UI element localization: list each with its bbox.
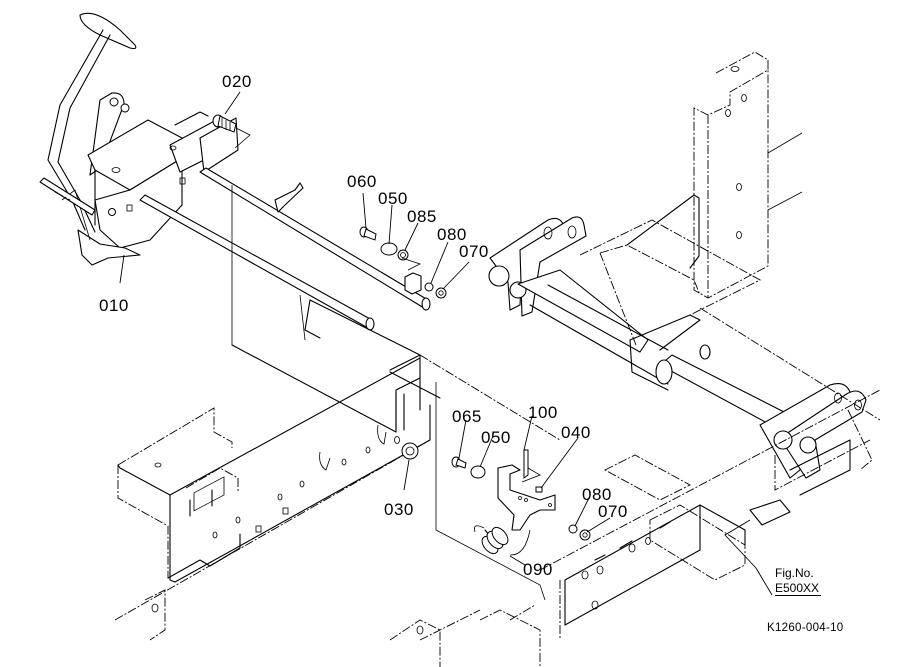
figure-number-block: Fig.No. E500XX: [775, 566, 822, 596]
part-label-050-upper[interactable]: 050: [378, 189, 408, 208]
spring-090: [474, 525, 531, 556]
figure-number-label: Fig.No.: [775, 566, 814, 580]
washer-050-lower: [470, 465, 486, 479]
lower-hardware: [451, 449, 591, 556]
part-label-020[interactable]: 020: [222, 72, 252, 91]
part-label-065[interactable]: 065: [452, 407, 482, 426]
rocker-shaft-assembly: [488, 216, 881, 479]
part-label-090[interactable]: 090: [523, 560, 553, 579]
part-label-060[interactable]: 060: [347, 172, 377, 191]
bolt-060: [359, 226, 377, 241]
part-label-010[interactable]: 010: [99, 296, 129, 315]
part-label-080-upper[interactable]: 080: [437, 225, 467, 244]
washer-050: [380, 242, 398, 256]
part-label-070-upper[interactable]: 070: [459, 242, 489, 261]
part-label-070-lower[interactable]: 070: [598, 502, 628, 521]
nut-080-lower: [568, 524, 578, 534]
part-label-030[interactable]: 030: [384, 500, 414, 519]
nut-070-lower: [579, 529, 591, 541]
rear-frame-bracket: [599, 51, 803, 299]
pin-100: [523, 449, 529, 479]
drawing-code: K1260-004-10: [767, 622, 844, 634]
nut-070-upper: [435, 287, 447, 299]
figure-number-code: E500XX: [775, 581, 822, 596]
part-label-080-lower[interactable]: 080: [582, 485, 612, 504]
chassis-frame: [114, 354, 881, 667]
bolt-020: [212, 114, 251, 149]
part-label-100[interactable]: 100: [528, 403, 558, 422]
nut-085: [397, 249, 409, 261]
bushing-030: [394, 436, 419, 460]
leader-lines: [119, 91, 773, 596]
pedal-assembly: [39, 12, 546, 601]
part-label-085[interactable]: 085: [407, 207, 437, 226]
part-label-040[interactable]: 040: [561, 423, 591, 442]
nut-080-upper: [424, 282, 434, 292]
part-label-050-lower[interactable]: 050: [481, 428, 511, 447]
